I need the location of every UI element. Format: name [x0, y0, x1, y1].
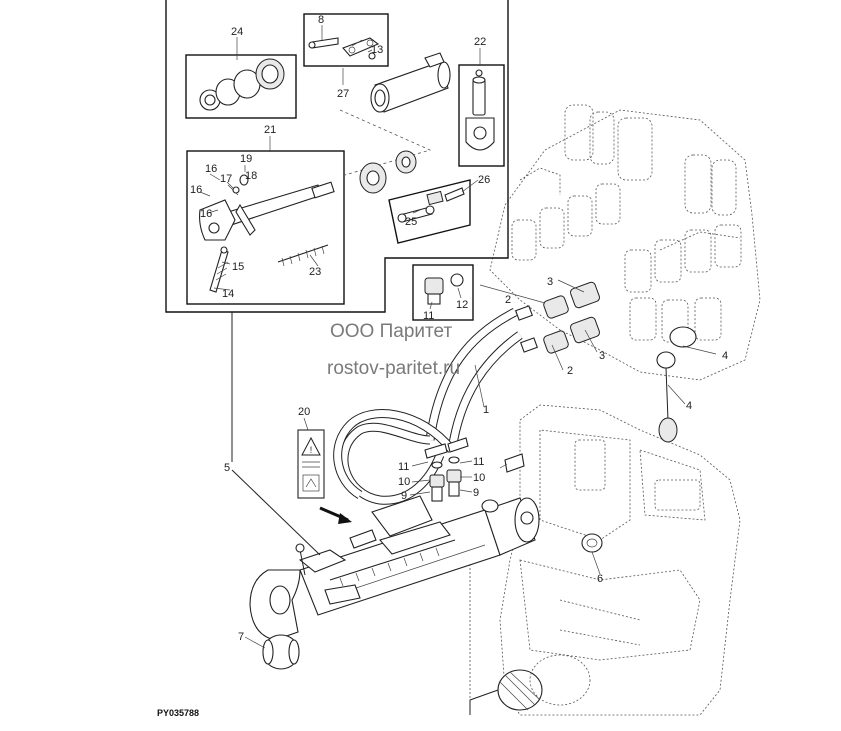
callout-19: 19: [240, 153, 252, 165]
fitting-inset: [424, 273, 464, 305]
callout-2a: 2: [505, 294, 511, 306]
piston-nut: [359, 150, 417, 194]
top-link-cylinder: [249, 495, 540, 641]
callout-25: 25: [405, 216, 417, 228]
group-box-11-12: [412, 264, 474, 321]
callout-24: 24: [231, 26, 243, 38]
transmission-housing: [469, 404, 741, 716]
callout-16c: 16: [200, 208, 212, 220]
callout-11c: 11: [473, 456, 484, 468]
inset-frame: [165, 0, 509, 313]
callout-3b: 3: [599, 350, 605, 362]
watermark-url: rostov-paritet.ru: [327, 358, 460, 379]
callout-9b: 9: [473, 487, 479, 499]
control-valve-block: [489, 104, 761, 381]
group-box-25-26: [388, 179, 471, 244]
callout-3a: 3: [547, 276, 553, 288]
direction-arrow: [319, 506, 352, 524]
ball: [262, 634, 300, 670]
warning-decal: !: [297, 429, 325, 499]
callout-15: 15: [232, 261, 244, 273]
spring: [277, 244, 329, 267]
callout-10a: 10: [398, 476, 410, 488]
plug: [581, 533, 603, 553]
callout-4b: 4: [686, 400, 692, 412]
callout-1: 1: [483, 404, 489, 416]
callout-26: 26: [478, 174, 490, 186]
group-box-8-13: [303, 13, 389, 67]
callout-9a: 9: [401, 490, 407, 502]
callout-14: 14: [222, 288, 234, 300]
callout-23: 23: [309, 266, 321, 278]
callout-6: 6: [597, 573, 603, 585]
callout-12: 12: [456, 299, 468, 311]
drawing-code: PY035788: [157, 708, 199, 718]
callouts: 24 8 13 27 22 21 19 16 17 18 16 16 15 14…: [190, 14, 728, 643]
group-box-24: [185, 54, 297, 119]
group-box-22: [458, 64, 505, 167]
callout-21: 21: [264, 124, 276, 136]
callout-10b: 10: [473, 472, 485, 484]
callout-18: 18: [245, 170, 257, 182]
cylinder-body: [370, 52, 451, 113]
coupling-pieces: [397, 187, 465, 223]
callout-20: 20: [298, 406, 310, 418]
seal-kit: [199, 58, 285, 111]
watermark-company: ООО Паритет: [330, 321, 452, 342]
cylinder-fittings: [424, 437, 525, 502]
callout-16a: 16: [205, 163, 217, 175]
group-box-21: [186, 150, 345, 305]
hook-end: [465, 69, 495, 151]
callout-7: 7: [238, 631, 244, 643]
callout-13: 13: [371, 44, 383, 56]
callout-5: 5: [224, 462, 230, 474]
couplers: [515, 281, 601, 354]
pin-and-link: [308, 37, 380, 60]
callout-8: 8: [318, 14, 324, 26]
callout-2b: 2: [567, 365, 573, 377]
latch-assembly: [199, 174, 335, 241]
pto-shaft: [469, 654, 591, 715]
svg-text:!: !: [310, 445, 313, 455]
callout-4a: 4: [722, 350, 728, 362]
release-pin: [209, 246, 229, 293]
dust-caps: [656, 326, 697, 443]
leader-lines: [199, 25, 717, 649]
callout-16b: 16: [190, 184, 202, 196]
hydraulic-hoses: [333, 307, 523, 505]
callout-11a: 11: [423, 310, 434, 322]
callout-11b: 11: [398, 461, 409, 473]
callout-22: 22: [474, 36, 486, 48]
callout-27: 27: [337, 88, 349, 100]
callout-17: 17: [220, 173, 232, 185]
